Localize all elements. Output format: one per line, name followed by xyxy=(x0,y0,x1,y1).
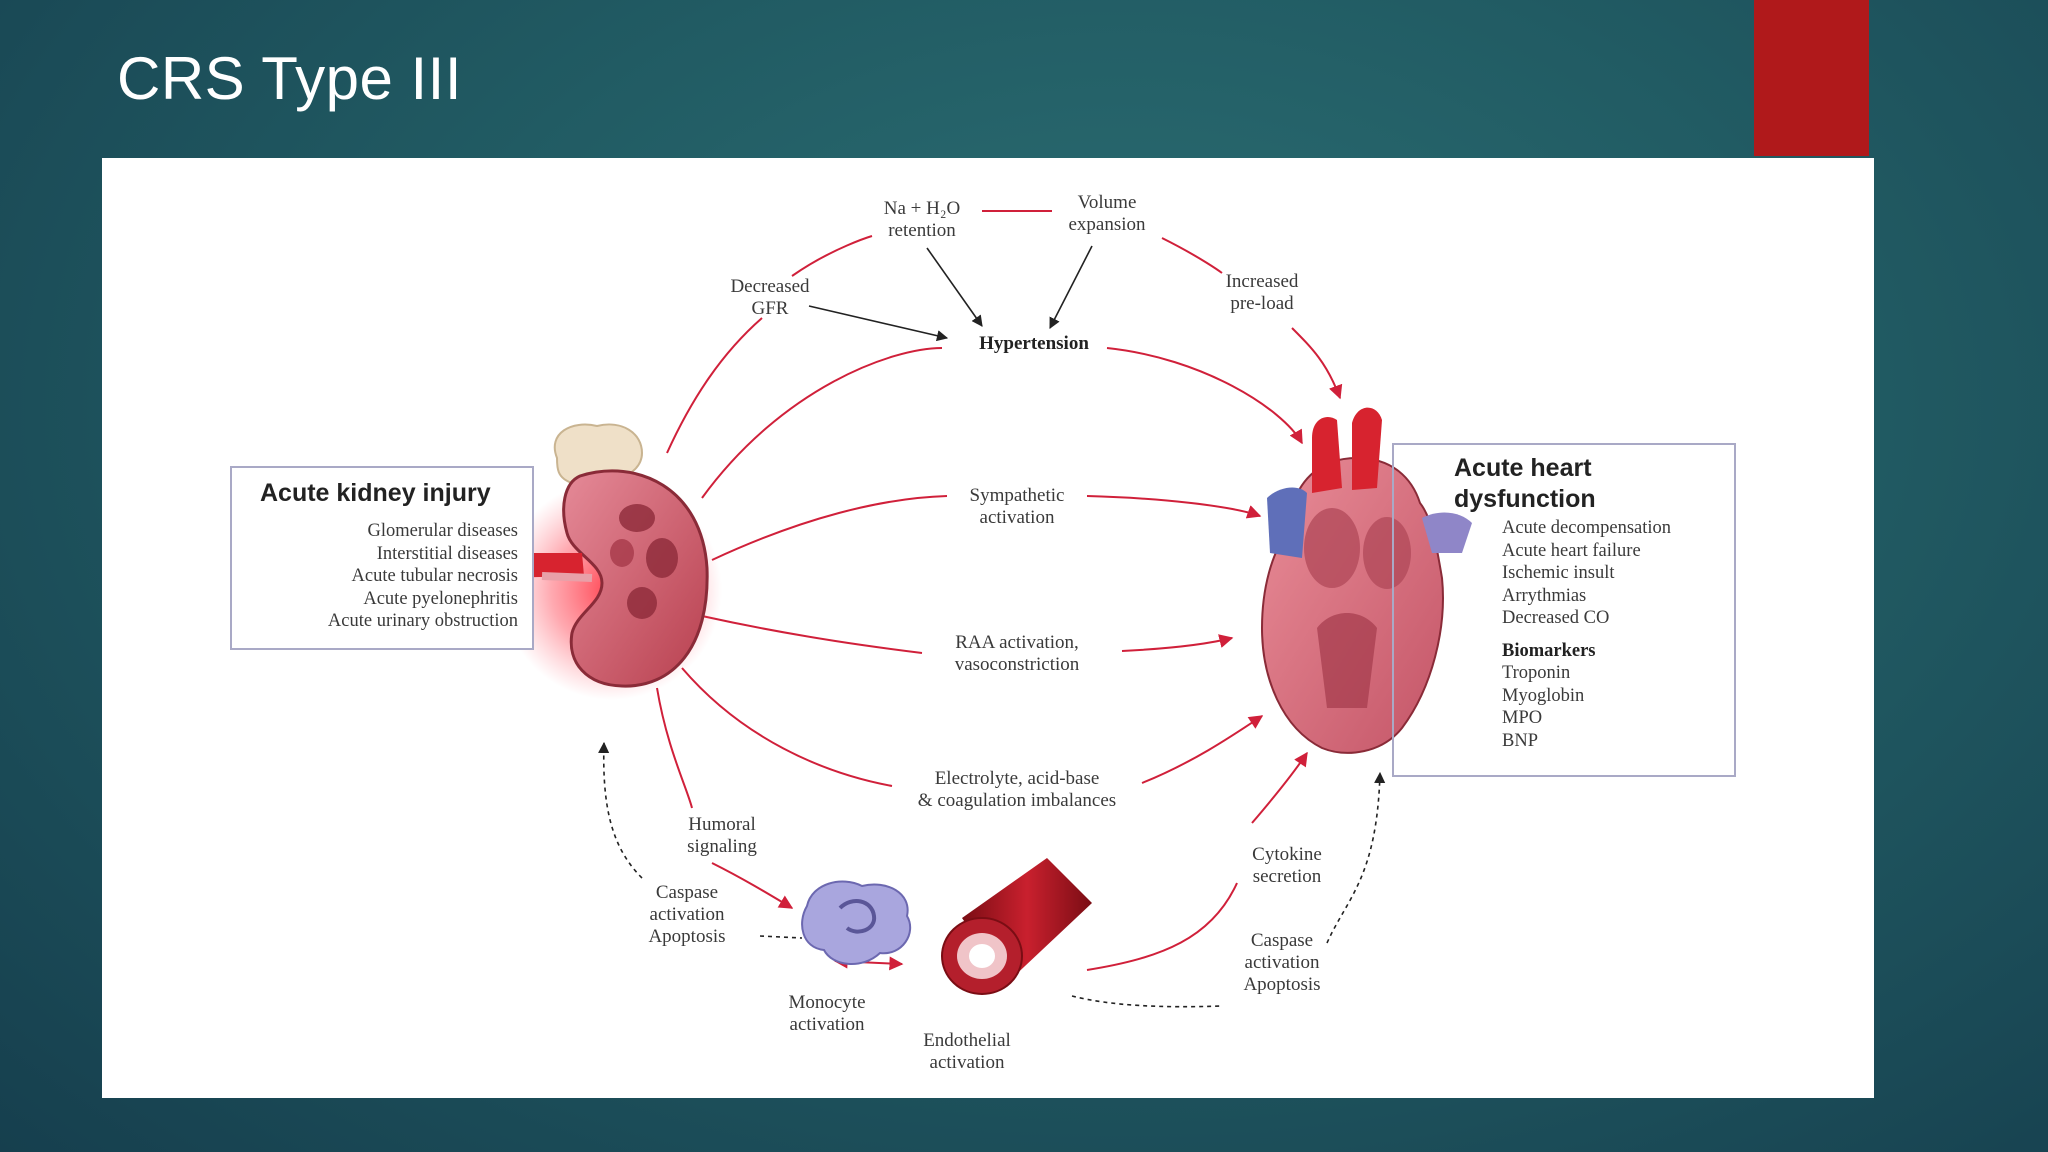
dotted-monocyte-to-caspase xyxy=(760,936,802,938)
slide-title: CRS Type III xyxy=(117,44,462,113)
list-item: Interstitial diseases xyxy=(328,543,518,566)
label-volume-expansion: Volume expansion xyxy=(1047,192,1167,236)
arrow-preload-to-heart xyxy=(1292,328,1340,398)
kidney-box-list: Glomerular diseases Interstitial disease… xyxy=(328,520,518,633)
heart-box-title: Acute heart dysfunction xyxy=(1454,453,1596,515)
arrow-retention-to-hypertension xyxy=(927,248,982,326)
list-item: Myoglobin xyxy=(1502,685,1671,708)
arrow-cytokine-to-heart xyxy=(1252,753,1307,823)
list-item: Acute pyelonephritis xyxy=(328,588,518,611)
list-item: Arrythmias xyxy=(1502,585,1671,608)
label-na-h2o-retention: Na + H₂O retention xyxy=(862,198,982,242)
arrow-gfr-to-retention xyxy=(792,236,872,276)
accent-bar xyxy=(1754,0,1869,156)
list-item: Troponin xyxy=(1502,662,1671,685)
arrow-kidney-to-raa xyxy=(702,616,922,653)
arrow-kidney-to-humoral xyxy=(657,688,692,808)
list-item: Acute tubular necrosis xyxy=(328,565,518,588)
label-raa-activation: RAA activation, vasoconstriction xyxy=(912,632,1122,676)
kidney-box: Acute kidney injury Glomerular diseases … xyxy=(230,466,534,650)
arrow-kidney-to-sympathetic xyxy=(712,496,947,560)
label-monocyte-activation: Monocyte activation xyxy=(762,992,892,1036)
list-item: Ischemic insult xyxy=(1502,562,1671,585)
arrow-kidney-to-hypertension xyxy=(702,348,942,498)
label-humoral-signaling: Humoral signaling xyxy=(662,814,782,858)
heart-box: Acute heart dysfunction Acute decompensa… xyxy=(1392,443,1736,777)
list-item: Acute heart failure xyxy=(1502,540,1671,563)
list-item: MPO xyxy=(1502,707,1671,730)
dotted-caspase-left-to-kidney xyxy=(604,743,642,878)
label-cytokine-secretion: Cytokine secretion xyxy=(1232,844,1342,888)
list-item: Glomerular diseases xyxy=(328,520,518,543)
blood-vessel-illustration xyxy=(942,858,1092,994)
label-caspase-left: Caspase activation Apoptosis xyxy=(632,882,742,948)
list-item: Acute decompensation xyxy=(1502,517,1671,540)
heart-box-list: Acute decompensation Acute heart failure… xyxy=(1502,517,1671,752)
label-electrolyte-imbalances: Electrolyte, acid-base & coagulation imb… xyxy=(882,768,1152,812)
arrow-raa-to-heart xyxy=(1122,638,1232,651)
arrow-kidney-to-gfr xyxy=(667,318,762,453)
arrow-sympathetic-to-heart xyxy=(1087,496,1260,516)
list-item: Decreased CO xyxy=(1502,607,1671,630)
arrow-hypertension-to-heart xyxy=(1107,348,1302,443)
list-item: BNP xyxy=(1502,730,1671,753)
monocyte-illustration xyxy=(802,882,910,964)
arrow-vessel-to-cytokine xyxy=(1087,883,1237,970)
label-hypertension: Hypertension xyxy=(944,333,1124,355)
arrow-electrolyte-to-heart xyxy=(1142,716,1262,783)
arrow-kidney-to-electrolyte xyxy=(682,668,892,786)
list-item: Acute urinary obstruction xyxy=(328,610,518,633)
label-sympathetic-activation: Sympathetic activation xyxy=(942,485,1092,529)
label-caspase-right: Caspase activation Apoptosis xyxy=(1227,930,1337,996)
biomarkers-heading: Biomarkers xyxy=(1502,640,1671,663)
label-endothelial-activation: Endothelial activation xyxy=(902,1030,1032,1074)
arrow-volume-to-hypertension xyxy=(1050,246,1092,328)
kidney-box-title: Acute kidney injury xyxy=(260,478,491,509)
label-decreased-gfr: Decreased GFR xyxy=(710,276,830,320)
dotted-vessel-to-caspase-right xyxy=(1072,996,1222,1007)
diagram-figure: Acute kidney injury Glomerular diseases … xyxy=(102,158,1874,1098)
label-increased-preload: Increased pre-load xyxy=(1202,271,1322,315)
arrow-volume-to-preload xyxy=(1162,238,1222,273)
